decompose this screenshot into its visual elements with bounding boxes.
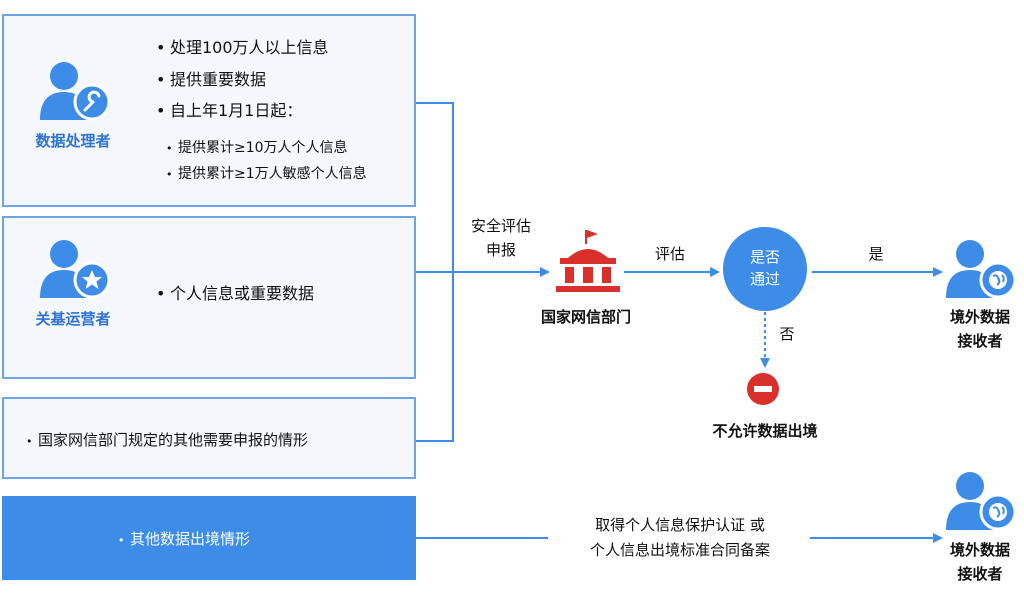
no-label: 否 [779,325,795,343]
yes-label: 是 [868,245,884,263]
box1-subitem-2: 提供累计≥1万人敏感个人信息 [166,164,367,185]
box1-item-2: 提供重要数据 [156,70,266,90]
box1-item-1: 处理100万人以上信息 [156,38,329,58]
receiver-label-1: 境外数据 [949,308,1010,326]
authority-building-icon [556,230,620,292]
authority-label: 国家网信部门 [540,308,631,326]
cii-operator-star-icon [40,240,111,299]
data-handler-wrench-icon [40,62,111,121]
decision-line-2: 通过 [749,270,780,288]
decision-line-1: 是否 [749,248,780,266]
apply-label-1: 安全评估 [470,217,531,235]
box3-item-1: 国家网信部门规定的其他需要申报的情形 [26,430,308,452]
receiver2-globe-icon [946,472,1017,531]
alt-label-2: 个人信息出境标准合同备案 [589,541,770,559]
alt-label-1: 取得个人信息保护认证 或 [595,516,765,534]
receiver2-label-2: 接收者 [957,565,1003,583]
apply-label-2: 申报 [485,241,516,259]
cii-operator-label: 关基运营者 [35,310,111,328]
box2-item-1: 个人信息或重要数据 [156,284,314,304]
box1-item-3: 自上年1月1日起： [156,101,302,121]
receiver2-label-1: 境外数据 [949,541,1010,559]
reject-label: 不允许数据出境 [712,422,818,440]
decision-circle [723,227,807,311]
box1-subitem-1: 提供累计≥10万人个人信息 [166,138,348,159]
receiver-label-2: 接收者 [957,332,1003,350]
box4-item-1: 其他数据出境情形 [118,529,250,551]
data-handler-label: 数据处理者 [35,132,111,150]
assess-label: 评估 [654,245,685,263]
receiver-globe-icon [946,240,1017,299]
